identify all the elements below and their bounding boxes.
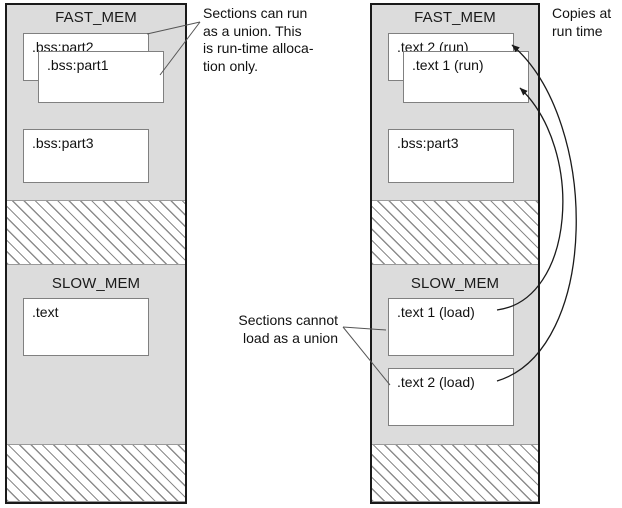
- right-section-text1-run-label: .text 1 (run): [412, 57, 484, 73]
- annotation-cannot-load-line-1: Sections cannot: [238, 312, 338, 328]
- left-slow-mem-title: SLOW_MEM: [51, 275, 141, 292]
- right-section-text2-load-label: .text 2 (load): [397, 374, 475, 390]
- annotation-copies-line-1: Copies at: [552, 5, 612, 21]
- left-memory-column: FAST_MEM SLOW_MEM .bss:part2 .bss:part1 …: [5, 3, 187, 504]
- left-unused-hatch-lower: [7, 444, 185, 502]
- annotation-union-run-line-2: as a union. This: [203, 22, 302, 39]
- left-fast-mem-title: FAST_MEM: [55, 9, 137, 26]
- left-section-text: .text: [23, 298, 149, 356]
- left-unused-hatch-upper: [7, 200, 185, 265]
- left-section-bss-part3-label: .bss:part3: [32, 135, 94, 151]
- annotation-cannot-load-line-2: load as a union: [243, 329, 338, 346]
- left-section-bss-part3: .bss:part3: [23, 129, 149, 183]
- annotation-union-run-line-1: Sections can run: [203, 5, 308, 21]
- annotation-copies-at-run-time: Copies at run time: [552, 5, 622, 40]
- annotation-union-run-line-3: is run-time alloca-: [203, 40, 314, 56]
- annotation-union-run: Sections can run as a union. This is run…: [203, 5, 338, 75]
- right-slow-mem-title: SLOW_MEM: [410, 275, 500, 292]
- right-memory-column: FAST_MEM SLOW_MEM .text 2 (run) .text 1 …: [370, 3, 540, 504]
- left-section-text-label: .text: [32, 304, 59, 320]
- left-section-bss-part1: .bss:part1: [38, 51, 164, 103]
- right-fast-mem-title: FAST_MEM: [414, 9, 496, 26]
- right-unused-hatch-lower: [372, 444, 538, 502]
- right-section-text1-load: .text 1 (load): [388, 298, 514, 356]
- right-unused-hatch-upper: [372, 200, 538, 265]
- annotation-union-run-line-4: tion only.: [203, 57, 258, 74]
- right-section-bss-part3: .bss:part3: [388, 129, 514, 183]
- left-section-bss-part1-label: .bss:part1: [47, 57, 109, 73]
- right-section-text2-load: .text 2 (load): [388, 368, 514, 426]
- right-section-text1-run: .text 1 (run): [403, 51, 529, 103]
- right-section-text1-load-label: .text 1 (load): [397, 304, 475, 320]
- annotation-cannot-load-union: Sections cannot load as a union: [205, 312, 338, 347]
- right-section-bss-part3-label: .bss:part3: [397, 135, 459, 151]
- annotation-copies-line-2: run time: [552, 22, 603, 39]
